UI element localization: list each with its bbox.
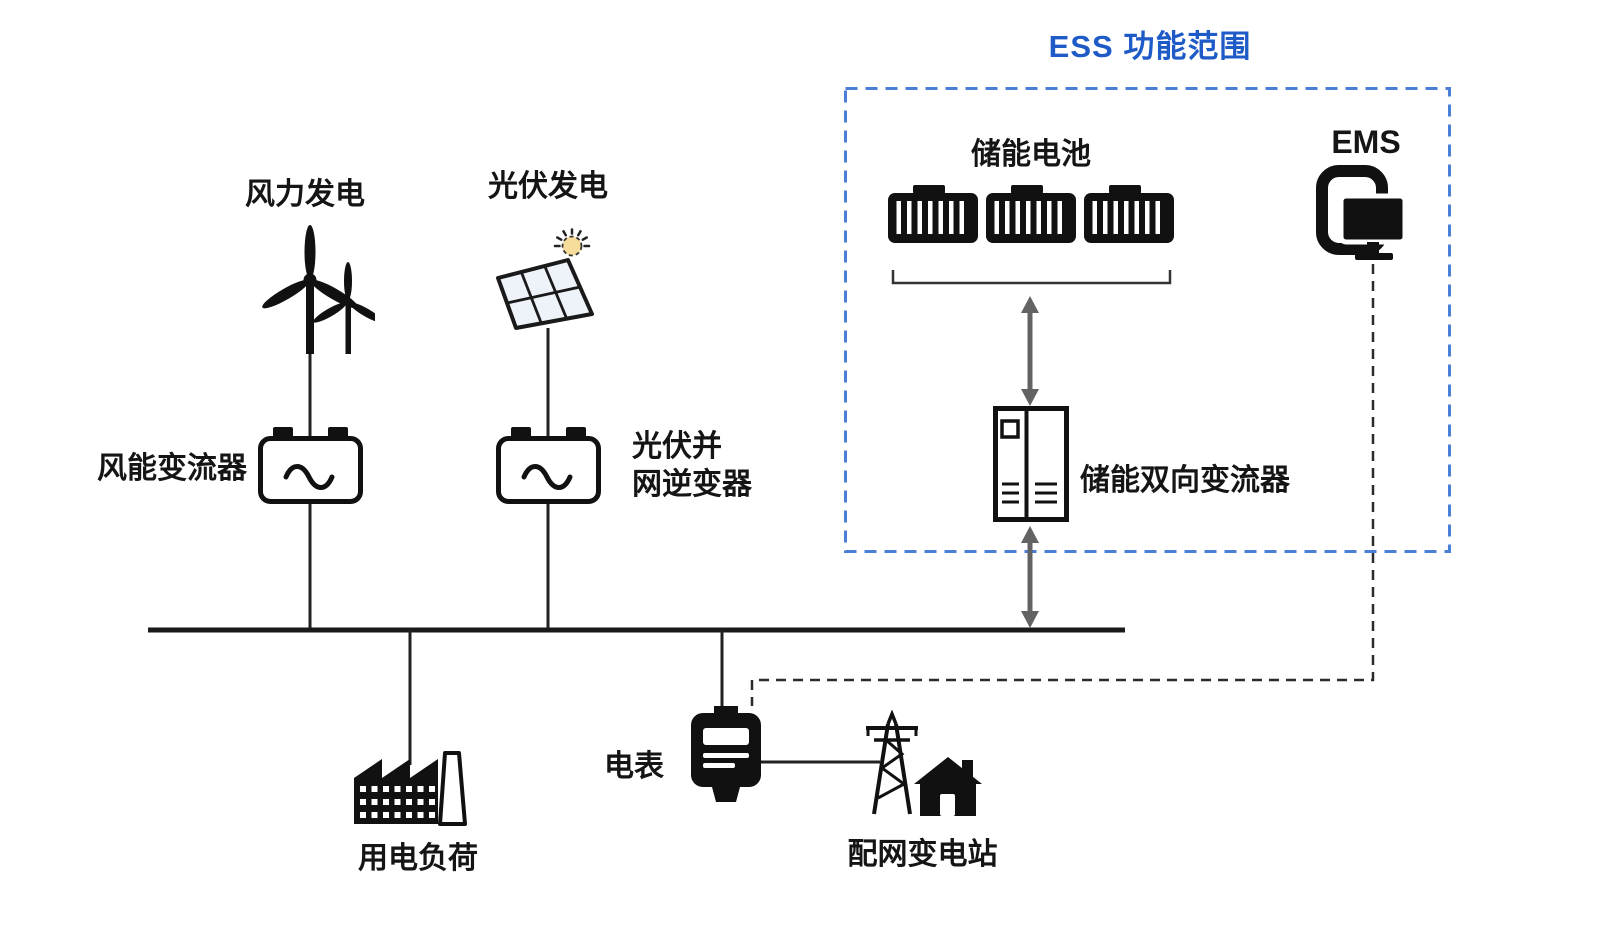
storage-battery-icon xyxy=(1084,185,1174,243)
battery-group-bracket xyxy=(891,270,1172,285)
factory-load-icon xyxy=(354,751,467,826)
pv-inverter-icon xyxy=(496,427,601,504)
chimney-shape xyxy=(438,751,467,826)
ems-label: EMS xyxy=(1331,124,1401,160)
bidirectional-converter-cabinet-icon xyxy=(993,406,1069,522)
battery-converter-double-arrow xyxy=(1021,296,1039,406)
ems-computer-icon xyxy=(1316,165,1408,260)
pv-generation-label: 光伏发电 xyxy=(488,170,608,203)
sun-icon xyxy=(553,228,591,257)
meter-label: 电表 xyxy=(604,750,664,783)
substation-label: 配网变电站 xyxy=(847,838,998,871)
solar-panel-icon xyxy=(496,228,594,330)
ess-scope-title: ESS 功能范围 xyxy=(1048,29,1252,64)
wind-converter-icon xyxy=(258,427,363,504)
pv-inverter-label: 光伏并 网逆变器 xyxy=(632,430,752,501)
wind-generation-label: 风力发电 xyxy=(245,178,365,211)
electric-meter-icon xyxy=(691,706,761,802)
storage-battery-label: 储能电池 xyxy=(971,138,1091,171)
load-label: 用电负荷 xyxy=(358,842,478,875)
ac-tilde-symbol xyxy=(521,464,573,490)
bidirectional-converter-label: 储能双向变流器 xyxy=(1080,464,1290,497)
ac-tilde-symbol xyxy=(283,464,335,490)
substation-house xyxy=(914,757,982,816)
converter-bus-double-arrow xyxy=(1021,526,1039,628)
wind-converter-label: 风能变流器 xyxy=(97,452,247,485)
substation-tower-house-icon xyxy=(866,710,982,816)
wind-turbine-icon xyxy=(262,225,375,354)
storage-battery-icon xyxy=(888,185,978,243)
ems-control-dashed-line xyxy=(750,264,1375,706)
storage-battery-icon xyxy=(986,185,1076,243)
ess-scope-dashed-box xyxy=(844,87,1451,553)
transmission-tower xyxy=(866,710,918,815)
